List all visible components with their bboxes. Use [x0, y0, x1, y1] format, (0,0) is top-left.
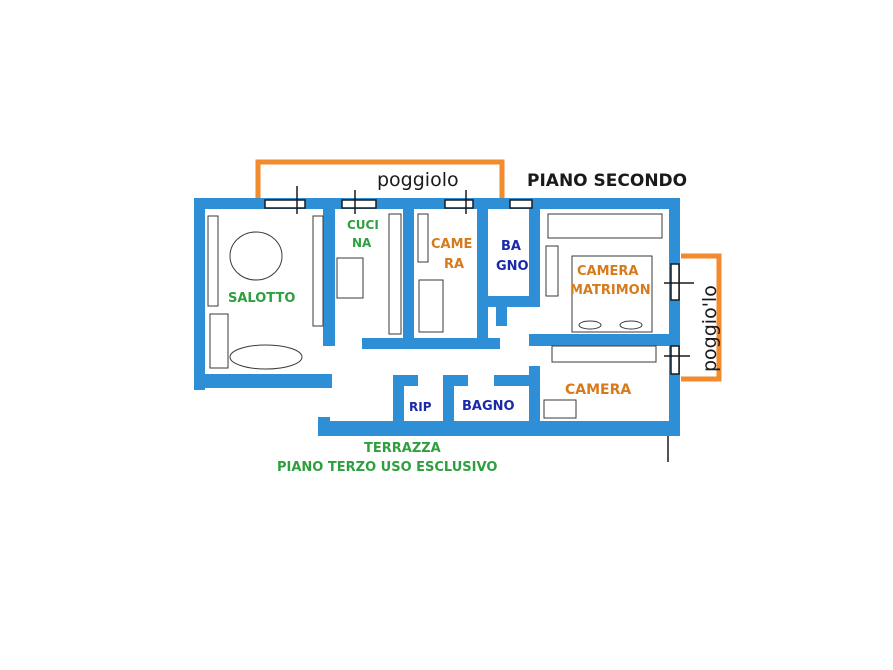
labels: PIANO SECONDO poggiolo poggio'lo SALOTTO…	[228, 169, 721, 475]
wall-salotto-cucina	[323, 198, 335, 346]
wall-top	[194, 198, 680, 209]
top-balcony-outline	[255, 159, 505, 200]
camera-wardrobe-right	[551, 345, 657, 363]
wall-bottom	[318, 421, 680, 436]
room-cucina-line2: NA	[352, 236, 372, 250]
salotto-sofa-bottom	[209, 313, 229, 369]
camera-desk	[543, 399, 577, 419]
camera-wardrobe	[417, 213, 429, 263]
wall-bottom-left-stub	[318, 417, 330, 435]
windows	[264, 186, 694, 462]
salotto-bath-shape	[229, 344, 303, 370]
title-piano-secondo: PIANO SECONDO	[527, 171, 687, 191]
camera-bed	[418, 279, 444, 333]
wall-bottom-left	[194, 374, 332, 388]
wall-camera-bagno	[477, 198, 488, 348]
room-bagno-top-line1: BA	[501, 239, 521, 254]
room-bagno-bottom: BAGNO	[462, 399, 515, 414]
wall-mid-right	[529, 334, 680, 346]
salotto-table	[229, 231, 283, 281]
balconies	[255, 159, 722, 382]
room-cucina-line1: CUCI	[347, 218, 379, 232]
window-matrimoniale	[670, 263, 680, 301]
right-balcony-outline	[681, 253, 722, 382]
balcony-top-label: poggiolo	[377, 169, 459, 191]
room-camera-matrimoniale-line1: CAMERA	[577, 264, 639, 279]
room-camera-matrimoniale-line2: MATRIMON	[570, 283, 651, 298]
room-salotto: SALOTTO	[228, 291, 295, 306]
window-bagno	[509, 199, 533, 209]
matrimon-bed	[571, 255, 653, 333]
balcony-right-label: poggio'lo	[699, 285, 721, 372]
wall-right	[669, 198, 680, 436]
wall-corridor-top	[362, 338, 500, 349]
wall-rip-top	[393, 375, 418, 386]
wall-cucina-camera	[403, 198, 414, 348]
matrimon-wardrobe	[547, 213, 663, 239]
wall-camera-left	[529, 366, 540, 432]
room-camera-small-line1: CAME	[431, 237, 472, 252]
terrace-line1: TERRAZZA	[364, 441, 441, 456]
cucina-counter	[336, 257, 364, 299]
room-camera: CAMERA	[565, 382, 631, 398]
wall-bagno2-top	[494, 375, 534, 386]
walls	[194, 198, 680, 436]
salotto-sofa-left	[207, 215, 219, 307]
furniture	[207, 213, 663, 419]
cucina-shelf	[388, 213, 402, 335]
salotto-shelf	[312, 215, 324, 327]
wall-bagno-step2	[496, 296, 507, 326]
window-salotto	[264, 199, 306, 209]
terrace-line2: PIANO TERZO USO ESCLUSIVO	[277, 460, 497, 475]
bagno-fixture	[545, 245, 559, 297]
wall-bagno-top	[443, 375, 468, 386]
wall-rip-left	[393, 375, 404, 425]
wall-bagno-step	[488, 296, 540, 307]
room-bagno-top-line2: GNO	[496, 259, 529, 274]
room-rip: RIP	[409, 400, 432, 414]
wall-left	[194, 198, 205, 390]
window-camera	[444, 199, 474, 209]
window-cucina	[341, 199, 377, 209]
window-camera-right	[670, 345, 680, 375]
wall-bagno-right	[529, 198, 540, 302]
room-camera-small-line2: RA	[444, 257, 464, 272]
wall-rip-bagno	[443, 375, 454, 425]
